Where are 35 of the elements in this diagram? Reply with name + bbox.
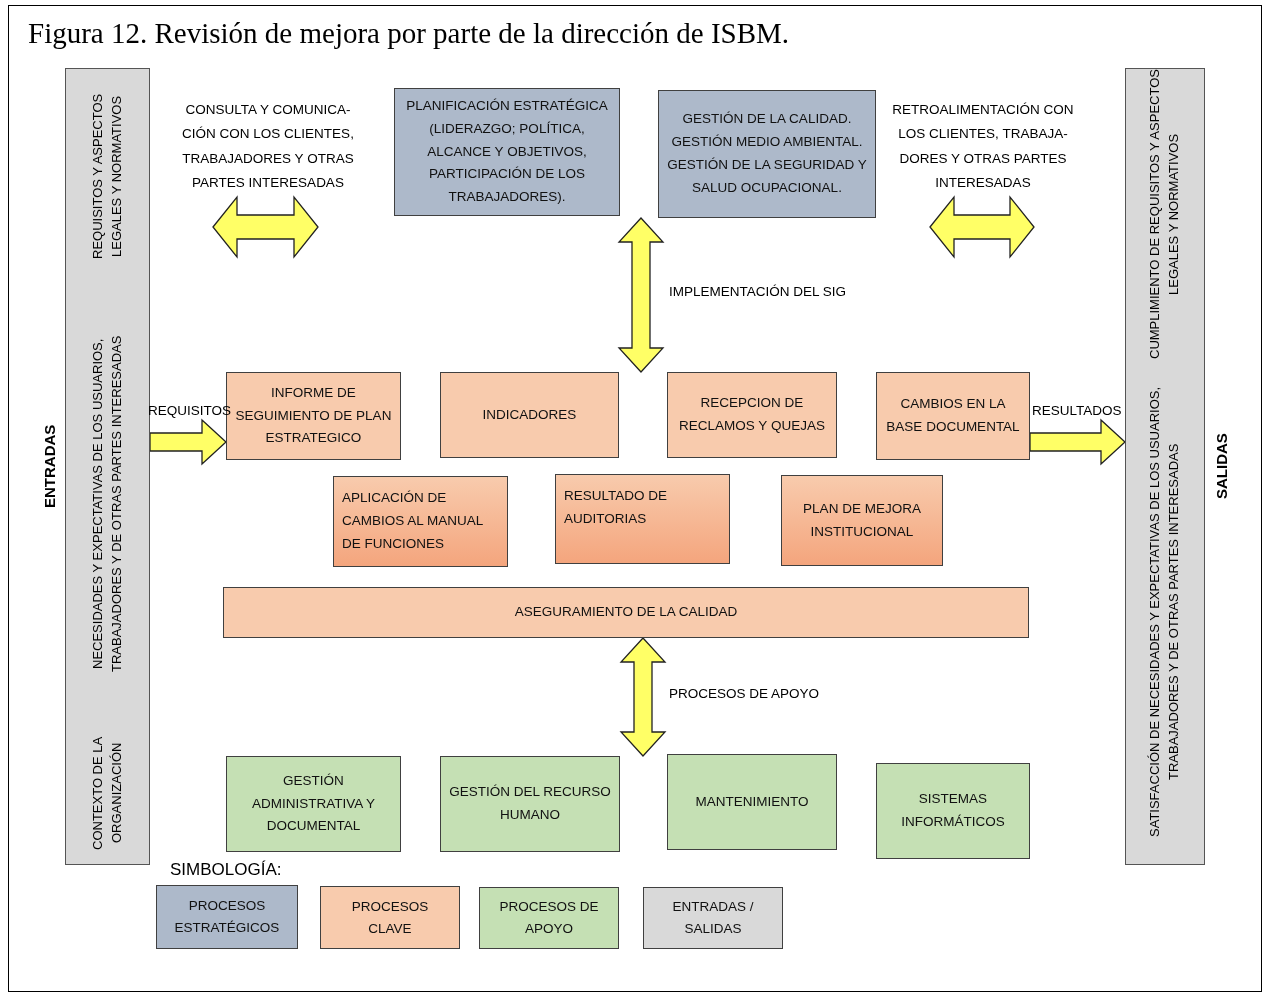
process-box: RESULTADO DE AUDITORIAS — [555, 474, 730, 564]
panel-heading: SALIDAS — [1213, 432, 1230, 502]
process-box: GESTIÓN DE LA CALIDAD. GESTIÓN MEDIO AMBIENTAL. GESTIÓN DE LA SEGURIDAD Y SALUD OCUPACIONAL. — [658, 90, 876, 218]
panel-text: REQUISITOS Y ASPECTOS LEGALES Y NORMATIVOS — [88, 93, 125, 262]
legend-item: PROCESOS ESTRATÉGICOS — [156, 885, 298, 949]
figure-title: Figura 12. Revisión de mejora por parte de la dirección de ISBM. — [28, 17, 790, 50]
legend-item: PROCESOS CLAVE — [320, 886, 460, 949]
panel-text: CUMPLIMIENTO DE REQUISITOS Y ASPECTOS LEGALES Y NORMATIVOS — [1146, 69, 1182, 360]
block-arrow — [149, 418, 227, 466]
legend-item: PROCESOS DE APOYO — [479, 887, 619, 949]
block-arrow — [1029, 418, 1126, 466]
edge-label: PROCESOS DE APOYO — [669, 685, 820, 703]
process-box: CAMBIOS EN LA BASE DOCUMENTAL — [876, 372, 1030, 460]
process-box: SISTEMAS INFORMÁTICOS — [876, 763, 1030, 859]
process-box: MANTENIMIENTO — [667, 754, 837, 850]
panel-heading: ENTRADAS — [41, 423, 58, 511]
process-box: APLICACIÓN DE CAMBIOS AL MANUAL DE FUNCIONES — [333, 476, 508, 567]
panel-text: NECESIDADES Y EXPECTATIVAS DE LOS USUARIOS, TRABAJADORES Y DE OTRAS PARTES INTERESADAS — [88, 334, 125, 674]
process-box: PLAN DE MEJORA INSTITUCIONAL — [781, 475, 943, 566]
process-box: INDICADORES — [440, 372, 619, 458]
process-box: GESTIÓN DEL RECURSO HUMANO — [440, 756, 620, 852]
legend-title: SIMBOLOGÍA: — [170, 859, 282, 881]
process-box: PLANIFICACIÓN ESTRATÉGICA (LIDERAZGO; POLÍTICA, ALCANCE Y OBJETIVOS, PARTICIPACIÓN DE LOS TRABAJADORES). — [394, 88, 620, 216]
block-arrow — [617, 217, 665, 373]
process-box: RECEPCION DE RECLAMOS Y QUEJAS — [667, 372, 837, 458]
process-box: ASEGURAMIENTO DE LA CALIDAD — [223, 587, 1029, 638]
note-text: CONSULTA Y COMUNICA- CIÓN CON LOS CLIENTES, TRABAJADORES Y OTRAS PARTES INTERESADAS — [181, 101, 355, 192]
block-arrow — [619, 637, 667, 757]
note-text: RETROALIMENTACIÓN CON LOS CLIENTES, TRABAJA- DORES Y OTRAS PARTES INTERESADAS — [891, 101, 1075, 192]
panel-text: CONTEXTO DE LA ORGANIZACIÓN — [88, 735, 125, 852]
edge-label: RESULTADOS — [1032, 402, 1122, 420]
process-box: GESTIÓN ADMINISTRATIVA Y DOCUMENTAL — [226, 756, 401, 852]
panel-text: SATISFACCIÓN DE NECESIDADES Y EXPECTATIVAS DE LOS USUARIOS, TRABAJADORES Y DE OTRAS PARTES INTERESADAS — [1146, 385, 1182, 839]
legend-item: ENTRADAS / SALIDAS — [643, 887, 783, 949]
edge-label: IMPLEMENTACIÓN DEL SIG — [669, 283, 847, 301]
